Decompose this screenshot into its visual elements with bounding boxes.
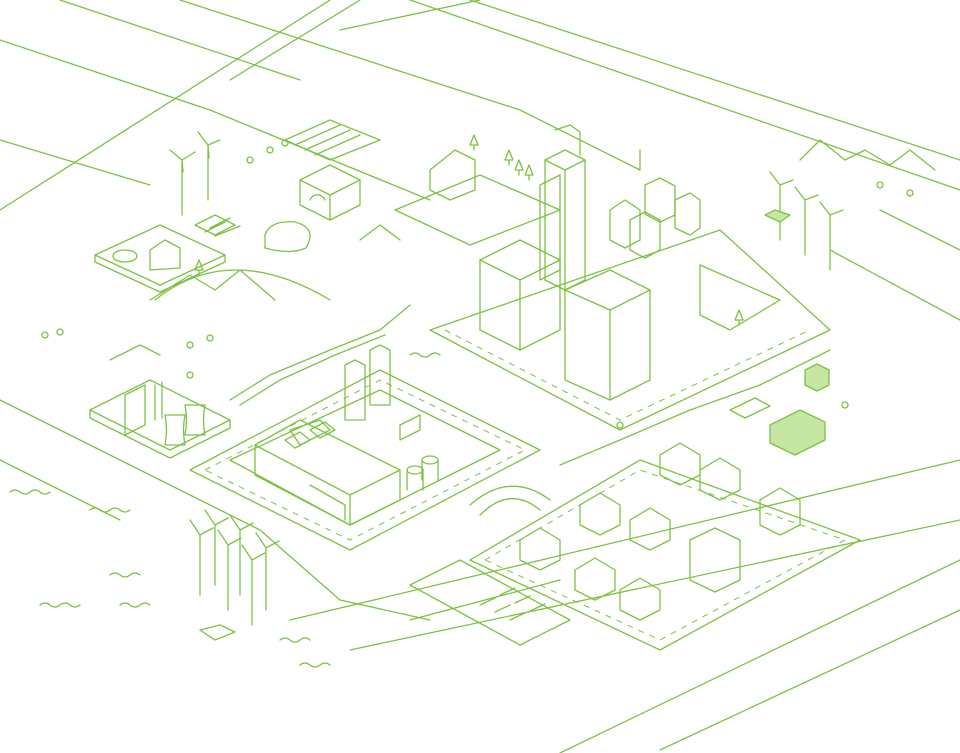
highlight-buildings xyxy=(764,209,830,456)
mountains xyxy=(109,139,936,361)
residential-block xyxy=(469,442,861,651)
city-roads xyxy=(429,229,831,431)
solar-panels xyxy=(284,397,771,449)
water-waves xyxy=(9,352,441,668)
trees xyxy=(41,134,914,429)
factory-block xyxy=(189,344,541,551)
farm-house xyxy=(394,149,561,246)
wind-turbines-top xyxy=(169,131,221,216)
power-plant xyxy=(89,379,231,459)
parking-lot xyxy=(409,559,571,646)
bridges xyxy=(229,304,831,516)
skyscraper-cluster xyxy=(479,124,701,401)
boat xyxy=(199,624,236,641)
wind-turbines-bottom xyxy=(189,509,280,626)
barn xyxy=(284,119,381,221)
farm-block xyxy=(94,214,241,293)
hill xyxy=(154,221,331,301)
